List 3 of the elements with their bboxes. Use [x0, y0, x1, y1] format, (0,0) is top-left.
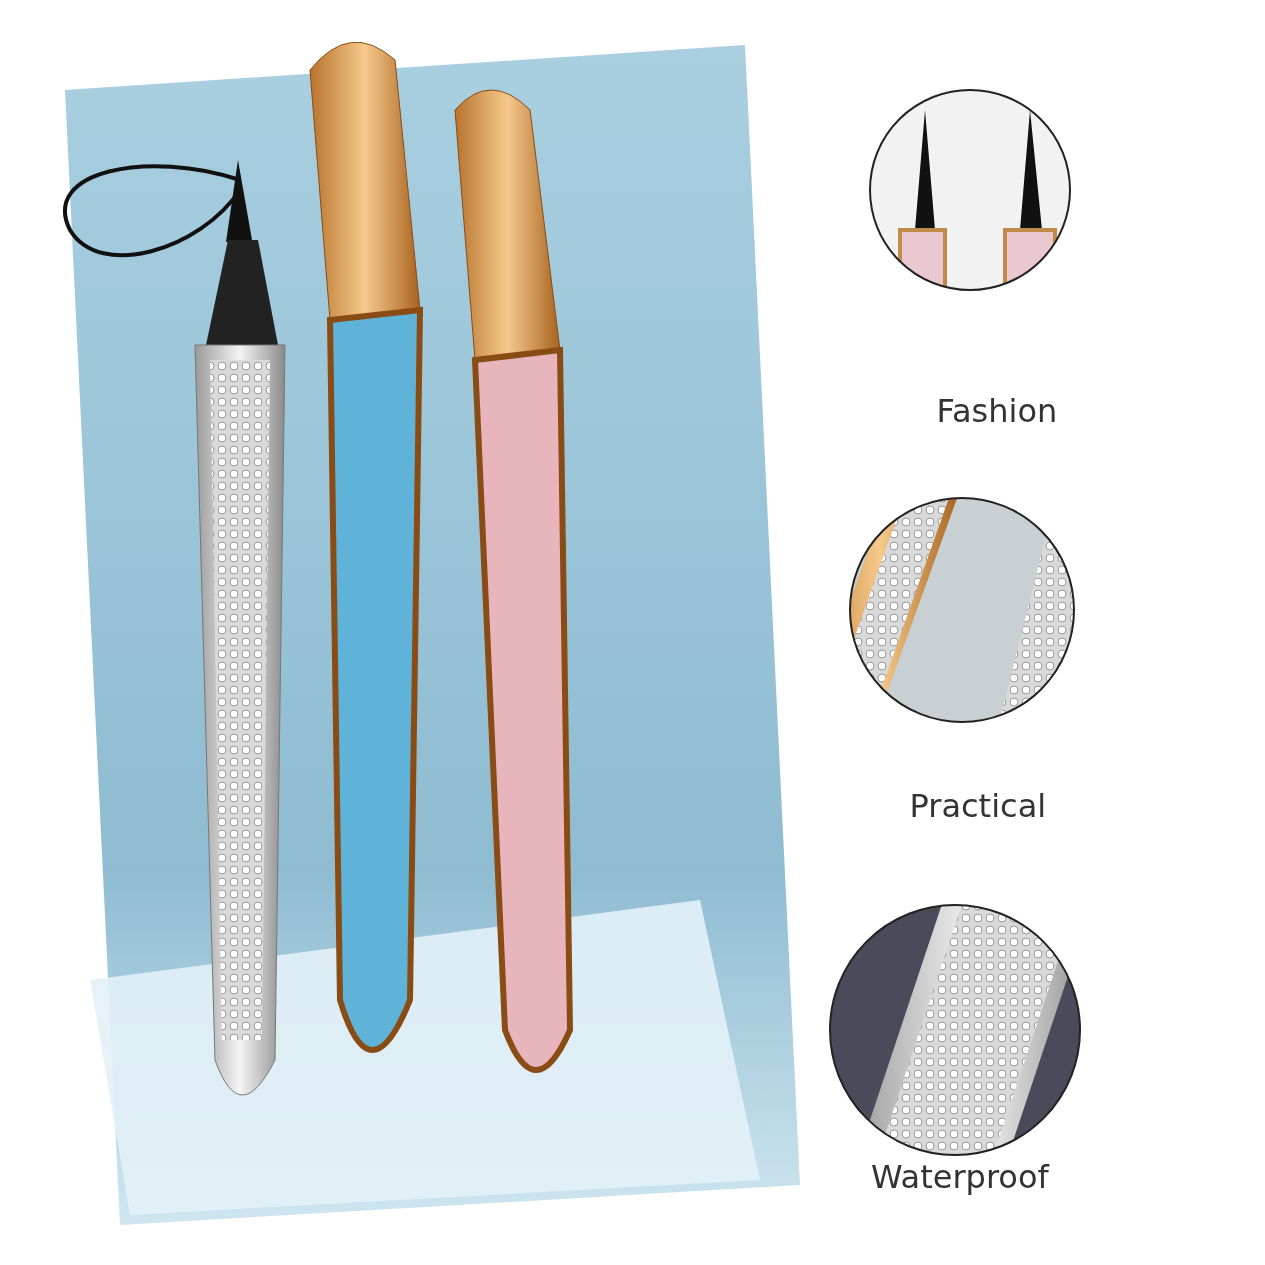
- feature-caption: Practical: [909, 787, 1047, 825]
- feature-caption: Waterproof: [871, 1158, 1049, 1196]
- feature-caption: Fashion: [936, 392, 1058, 430]
